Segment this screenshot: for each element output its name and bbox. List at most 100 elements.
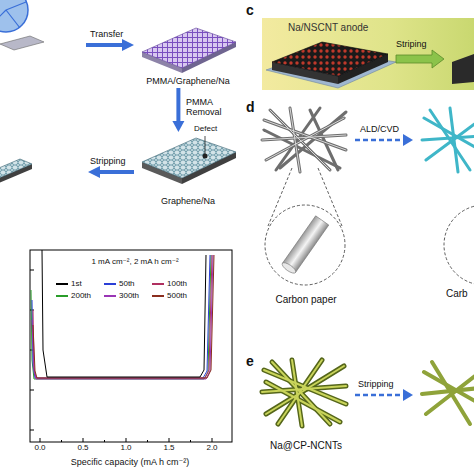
legend-text: 200th [71, 291, 91, 300]
arrow-shaft [355, 139, 404, 142]
coated-mesh [422, 108, 474, 172]
text-label: 1.0 [116, 444, 136, 453]
leader-line [205, 136, 206, 154]
node-text: Carbon paper [262, 294, 350, 305]
striping-arrow [396, 50, 444, 68]
fiber-body [282, 216, 328, 273]
node-text: Graphene/Na [140, 197, 236, 207]
legend-swatch [152, 283, 164, 285]
pmma-sheet [142, 28, 236, 73]
legend-swatch [56, 283, 68, 285]
arrow-shaft [176, 88, 180, 123]
tube [262, 360, 346, 426]
arrow-head [403, 134, 413, 146]
legend-entry: 100th [152, 280, 187, 289]
sheet-top [142, 138, 236, 178]
text-label: Striping [396, 40, 427, 50]
stage-plate [0, 36, 44, 50]
curve [32, 255, 210, 378]
legend-entry: 300th [104, 292, 139, 301]
fiber-end [281, 261, 298, 275]
partial-mesh [422, 388, 474, 394]
arrow [396, 50, 444, 68]
zoom-guides [265, 168, 474, 285]
coated-mesh [424, 118, 474, 150]
legend-entry: 50th [104, 280, 135, 289]
plot-frame [30, 250, 232, 442]
legend-text: 300th [119, 291, 139, 300]
partial-apparatus [0, 0, 44, 50]
text-label: 2.0 [202, 444, 222, 453]
voltage-chart [30, 250, 232, 442]
arrow-shaft [98, 170, 134, 174]
text-label: Transfer [90, 30, 123, 40]
sheet-top [142, 28, 236, 68]
zoom-guides [444, 205, 474, 285]
arrow-head [403, 389, 413, 401]
legend-text: 50th [119, 279, 135, 288]
nscnt-slab [266, 42, 396, 88]
arrow-head [172, 121, 184, 132]
roller [0, 0, 28, 32]
legend-entry: 500th [152, 292, 187, 301]
zoom-guides [268, 168, 292, 226]
x-ticks [40, 438, 212, 442]
sheet-top [0, 159, 32, 181]
legend-swatch [104, 283, 116, 285]
text-label: Stripping [358, 380, 394, 390]
text-label: Carb [446, 288, 468, 299]
text-label: Defect [194, 125, 217, 134]
zoom-guides [265, 205, 345, 285]
legend-text: 100th [167, 279, 187, 288]
curve [42, 250, 206, 377]
tube-highlight [262, 360, 346, 426]
curve [31, 255, 211, 379]
node-text: Na@CP-NCNTs [262, 440, 350, 451]
defect-spot [203, 154, 208, 159]
edge-label: PMMA Removal [186, 98, 238, 118]
curve [33, 255, 212, 378]
slab-top [272, 42, 388, 76]
panel-letter: d [246, 100, 255, 115]
tube-highlight [266, 382, 340, 422]
coated-mesh [450, 108, 458, 172]
transfer-arrow [86, 39, 134, 51]
coated-mesh [422, 136, 474, 140]
text-label: 1 mA cm⁻², 2 mA h cm⁻² [70, 258, 200, 267]
node-text: Na/NSCNT anode [288, 22, 474, 33]
ald-arrow [355, 134, 413, 146]
text-label: Stripping [90, 157, 126, 167]
single-fiber [281, 216, 329, 275]
fiber-highlight [290, 108, 300, 172]
node-text: PMMA/Graphene/Na [140, 77, 236, 87]
legend-swatch [104, 295, 116, 297]
fiber-highlight [262, 108, 346, 172]
arrow-head [122, 39, 134, 51]
partial-slab [452, 54, 474, 84]
fiber [310, 110, 338, 170]
stripping-arrow [88, 166, 134, 178]
legend-entry: 200th [56, 292, 91, 301]
curve [33, 255, 214, 378]
arrow-head [88, 166, 100, 178]
partial-mesh [422, 362, 474, 424]
slab-top [452, 54, 474, 84]
panel-letter: c [246, 3, 254, 18]
fiber-highlight [262, 135, 346, 140]
stripping-arrow [355, 389, 413, 401]
roller-spoke [0, 2, 26, 28]
legend-text: 500th [167, 291, 187, 300]
legend-swatch [56, 295, 68, 297]
arrow-shaft [355, 394, 404, 397]
process-arrow [172, 88, 184, 132]
text-label: ALD/CVD [360, 125, 399, 135]
text-label: 0.0 [30, 444, 50, 453]
ncnt-mesh [262, 360, 346, 426]
legend-text: 1st [71, 279, 82, 288]
graphene-sheet [142, 136, 236, 184]
fiber-highlight [270, 110, 330, 170]
